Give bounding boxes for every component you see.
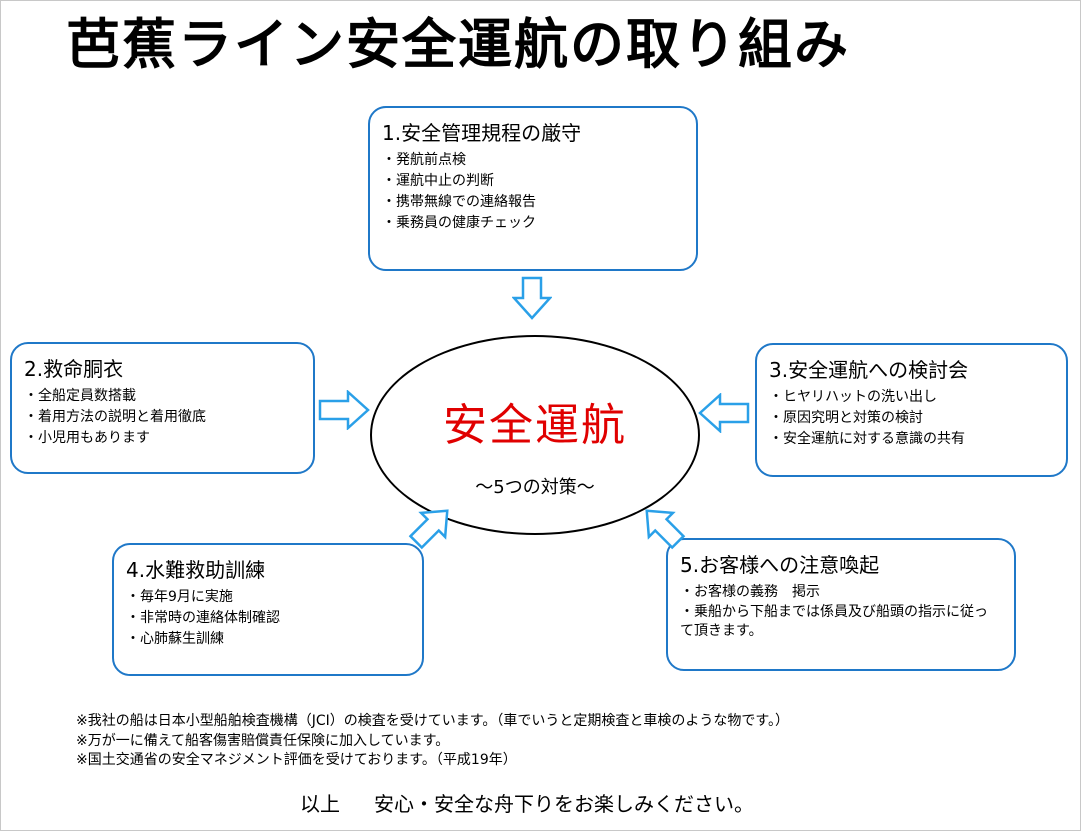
center-ellipse [370, 335, 700, 535]
measure-heading-5: 5.お客様への注意喚起 [680, 553, 880, 577]
arrow-up-left-icon [645, 509, 686, 550]
page-title: 芭蕉ライン安全運航の取り組み [66, 13, 850, 76]
note-line: ※我社の船は日本小型船舶検査機構（JCI）の検査を受けています。（車でいうと定期… [76, 713, 789, 729]
measure-item: ・心肺蘇生訓練 [126, 631, 224, 647]
note-line: ※国土交通省の安全マネジメント評価を受けております。（平成19年） [76, 752, 517, 768]
arrow-right-icon [318, 390, 370, 430]
closing-line: 以上 安心・安全な舟下りをお楽しみください。 [300, 790, 754, 818]
measure-item: ・小児用もあります [24, 430, 150, 446]
center-subtitle: ～5つの対策～ [475, 477, 595, 498]
measure-box-4: 4.水難救助訓練 ・毎年9月に実施 ・非常時の連絡体制確認 ・心肺蘇生訓練 [112, 543, 424, 676]
measure-item: ・着用方法の説明と着用徹底 [24, 409, 206, 425]
measure-box-1: 1.安全管理規程の厳守 ・発航前点検 ・運航中止の判断 ・携帯無線での連絡報告 … [368, 106, 698, 271]
measure-item: ・運航中止の判断 [382, 173, 494, 189]
note-line: ※万が一に備えて船客傷害賠償責任保険に加入しています。 [76, 732, 450, 749]
measure-box-3: 3.安全運航への検討会 ・ヒヤリハットの洗い出し ・原因究明と対策の検討 ・安全… [755, 343, 1068, 477]
measure-item: ・携帯無線での連絡報告 [382, 194, 536, 210]
measure-heading-3: 3.安全運航への検討会 [769, 358, 969, 382]
measure-box-5: 5.お客様への注意喚起 ・お客様の義務 掲示 ・乗船から下船までは係員及び船頭の… [666, 538, 1016, 671]
measure-item: ・お客様の義務 掲示 [680, 584, 820, 600]
arrow-left-icon [698, 393, 750, 433]
measure-item: ・発航前点検 [382, 152, 466, 168]
measure-item: ・全船定員数搭載 [24, 388, 136, 404]
closing-label: 以上 [300, 792, 340, 816]
arrow-up-right-icon [408, 509, 449, 550]
closing-message: 安心・安全な舟下りをお楽しみください。 [374, 792, 754, 816]
measure-item: ・原因究明と対策の検討 [769, 410, 923, 426]
notes-section: ※我社の船は日本小型船舶検査機構（JCI）の検査を受けています。（車でいうと定期… [76, 712, 789, 771]
measure-heading-1: 1.安全管理規程の厳守 [382, 121, 582, 145]
measure-item: ・非常時の連絡体制確認 [126, 610, 280, 626]
measure-heading-2: 2.救命胴衣 [24, 357, 124, 381]
measure-heading-4: 4.水難救助訓練 [126, 558, 266, 582]
measure-item: ・乗務員の健康チェック [382, 215, 536, 231]
measure-item: ・乗船から下船までは係員及び船頭の指示に従って頂きます。 [680, 604, 988, 639]
measure-item: ・ヒヤリハットの洗い出し [769, 389, 937, 405]
measure-item: ・毎年9月に実施 [126, 589, 233, 605]
arrow-down-icon [512, 276, 552, 320]
center-title: 安全運航 [443, 400, 627, 451]
measure-box-2: 2.救命胴衣 ・全船定員数搭載 ・着用方法の説明と着用徹底 ・小児用もあります [10, 342, 315, 474]
measure-item: ・安全運航に対する意識の共有 [769, 431, 965, 447]
